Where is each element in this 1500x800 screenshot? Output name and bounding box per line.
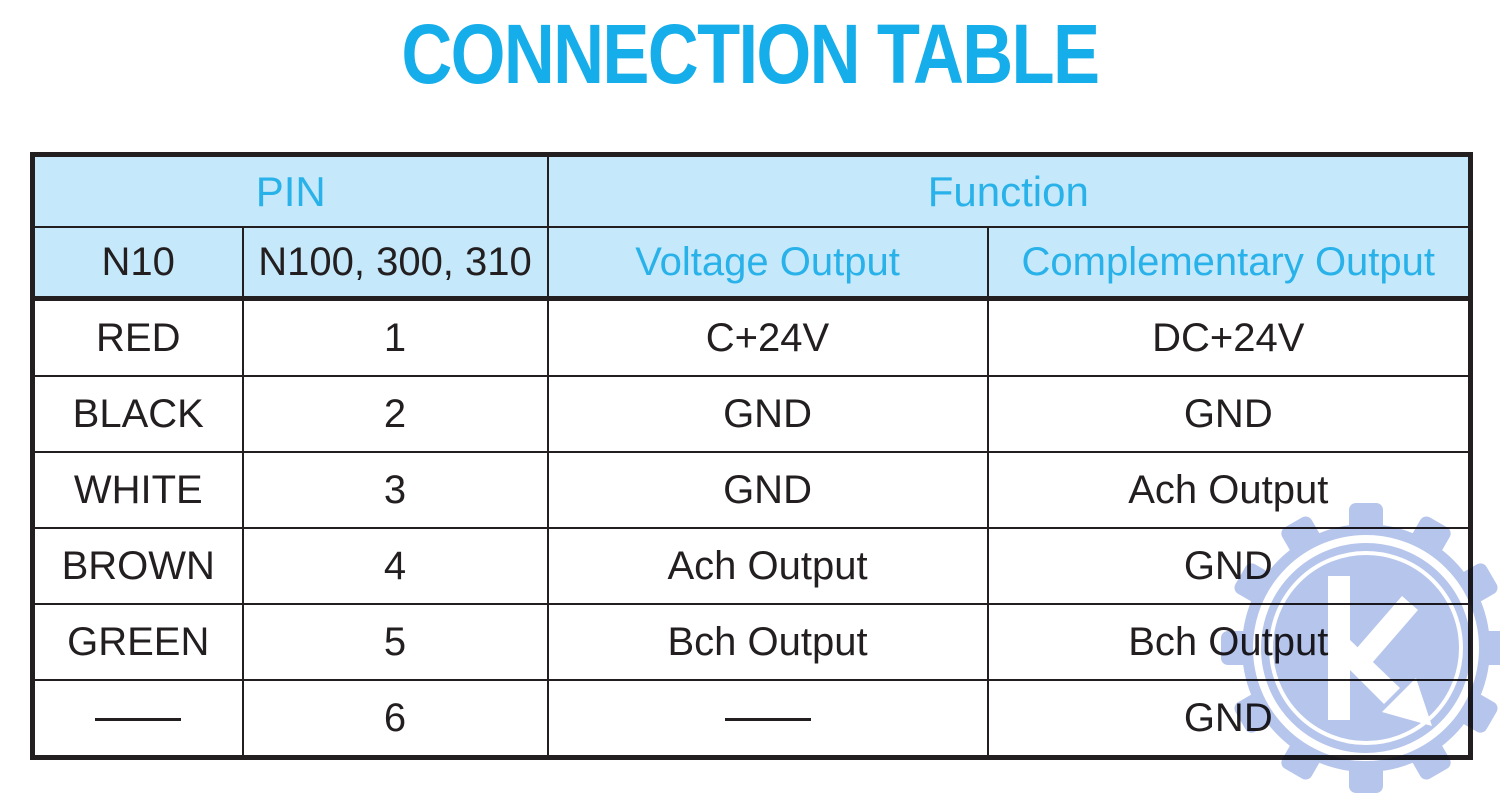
table-cell: DC+24V [986,297,1472,377]
table-cell: GND [546,375,989,453]
title-block: CONNECTION TABLE [0,12,1500,96]
table-cell: 1 [241,297,549,377]
table-cell: GND [986,679,1472,759]
table-cell: 3 [241,451,549,529]
table-cell: Ach Output [546,527,989,605]
table-cell: BLACK [31,375,244,453]
subheader-voltage-output: Voltage Output [546,226,989,301]
table-cell [546,679,989,759]
table-cell [31,679,244,759]
table-cell: WHITE [31,451,244,529]
table-cell: C+24V [546,297,989,377]
subheader-complementary-output: Complementary Output [986,226,1472,301]
header-pin: PIN [31,153,549,228]
table-cell: 5 [241,603,549,681]
subheader-n100-300-310: N100, 300, 310 [241,226,549,301]
dash-placeholder [724,718,811,722]
table-cell: Bch Output [986,603,1472,681]
table-cell: RED [31,297,244,377]
table-cell: GND [986,527,1472,605]
header-function: Function [546,153,1472,228]
page-title: CONNECTION TABLE [401,7,1101,101]
table-row: 6 GND [31,679,1472,759]
dash-placeholder [95,718,182,722]
table-cell: 2 [241,375,549,453]
table-cell: Bch Output [546,603,989,681]
table-cell: GREEN [31,603,244,681]
table-cell: GND [546,451,989,529]
table-cell: Ach Output [986,451,1472,529]
table-cell: GND [986,375,1472,453]
header-group-row: PIN Function [31,153,1472,228]
table-cell: 4 [241,527,549,605]
header-sub-row: N10 N100, 300, 310 Voltage Output Comple… [31,226,1472,301]
connection-table: PIN Function N10 N100, 300, 310 Voltage … [30,152,1474,760]
subheader-n10: N10 [31,226,244,301]
table-cell: 6 [241,679,549,759]
table-cell: BROWN [31,527,244,605]
